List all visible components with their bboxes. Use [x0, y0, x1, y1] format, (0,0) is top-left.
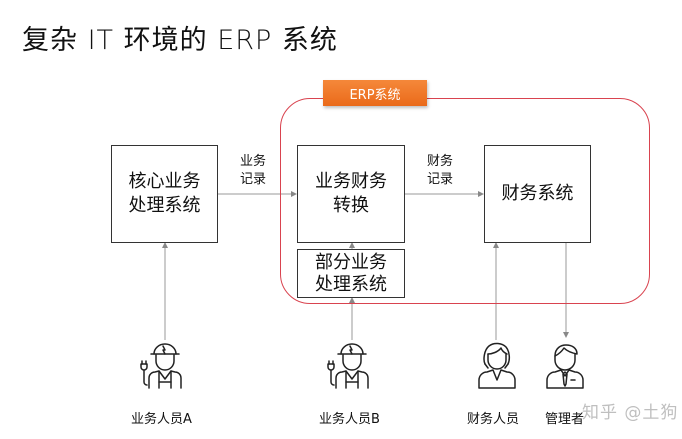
page-title: 复杂 IT 环境的 ERP 系统 — [22, 25, 338, 56]
box-label: 部分业务 — [315, 251, 387, 273]
edge-label-business-record: 业务 记录 — [240, 153, 266, 189]
worker-icon — [327, 343, 369, 389]
person-label-worker-b: 业务人员B — [319, 412, 380, 427]
manager-icon — [546, 344, 584, 389]
edge-label-finance-record: 财务 记录 — [427, 153, 453, 189]
box-label: 财务系统 — [501, 183, 574, 204]
box-label: 核心业务 — [128, 171, 201, 192]
edge-label-line: 业务 — [240, 154, 267, 169]
edge-label-line: 记录 — [240, 172, 267, 187]
core-business-system-box: 核心业务处理系统 — [111, 145, 218, 243]
watermark: 知乎 @土狗 — [582, 403, 679, 423]
box-label: 转换 — [333, 195, 369, 216]
edge-label-line: 记录 — [427, 172, 454, 187]
edge-label-line: 财务 — [427, 154, 454, 169]
person-label-finance-staff: 财务人员 — [467, 412, 520, 427]
person-label-manager: 管理者 — [545, 412, 585, 427]
box-label: 处理系统 — [315, 273, 387, 295]
finance-system-box: 财务系统 — [484, 145, 591, 243]
box-label: 业务财务 — [315, 171, 387, 192]
person-label-worker-a: 业务人员A — [131, 412, 192, 427]
erp-system-tag: ERP系统 — [323, 80, 427, 106]
female-staff-icon — [478, 342, 516, 389]
worker-icon — [140, 343, 182, 389]
box-label: 处理系统 — [128, 195, 201, 216]
partial-business-system-box: 部分业务处理系统 — [297, 249, 405, 298]
erp-system-boundary — [280, 98, 650, 304]
business-finance-convert-box: 业务财务转换 — [297, 145, 405, 243]
